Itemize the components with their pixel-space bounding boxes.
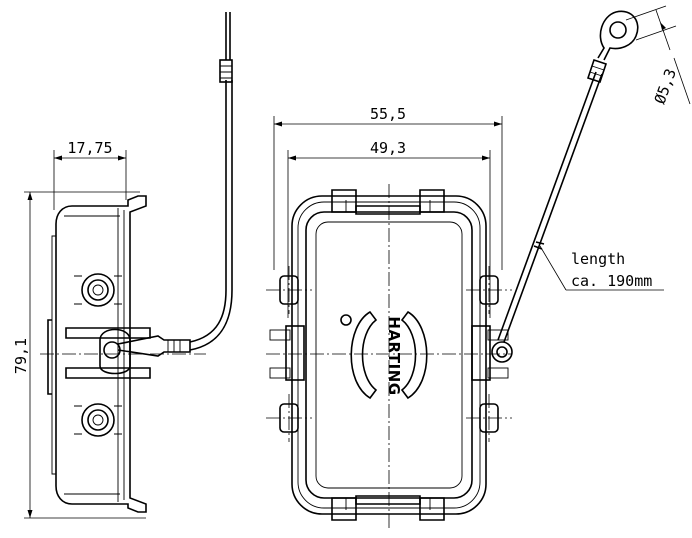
dimension-width-outer: 55,5 bbox=[273, 105, 503, 270]
dimension-depth-label: 17,75 bbox=[67, 139, 112, 157]
dimension-depth: 17,75 bbox=[53, 139, 127, 210]
dimension-width-inner: 49,3 bbox=[287, 139, 491, 318]
security-wire bbox=[491, 10, 639, 363]
front-view: HARTING bbox=[266, 184, 512, 530]
length-note-line2: ca. 190mm bbox=[571, 272, 652, 290]
brand-logo-text: HARTING bbox=[385, 316, 403, 395]
status-dot bbox=[340, 314, 352, 326]
dimension-eyelet: Ø5,3 bbox=[625, 5, 691, 106]
length-note-line1: length bbox=[571, 250, 625, 268]
dimension-width-outer-label: 55,5 bbox=[370, 105, 406, 123]
brand-logo-right-arc bbox=[400, 310, 428, 400]
side-view-body bbox=[55, 195, 147, 513]
brand-logo-left-arc bbox=[350, 310, 378, 400]
dimension-height-label: 79,1 bbox=[12, 338, 30, 374]
dimension-eyelet-label: Ø5,3 bbox=[651, 66, 680, 106]
length-note: length ca. 190mm bbox=[539, 245, 664, 291]
side-view bbox=[40, 12, 233, 513]
dimension-height: 79,1 bbox=[12, 191, 146, 519]
dimension-width-inner-label: 49,3 bbox=[370, 139, 406, 157]
